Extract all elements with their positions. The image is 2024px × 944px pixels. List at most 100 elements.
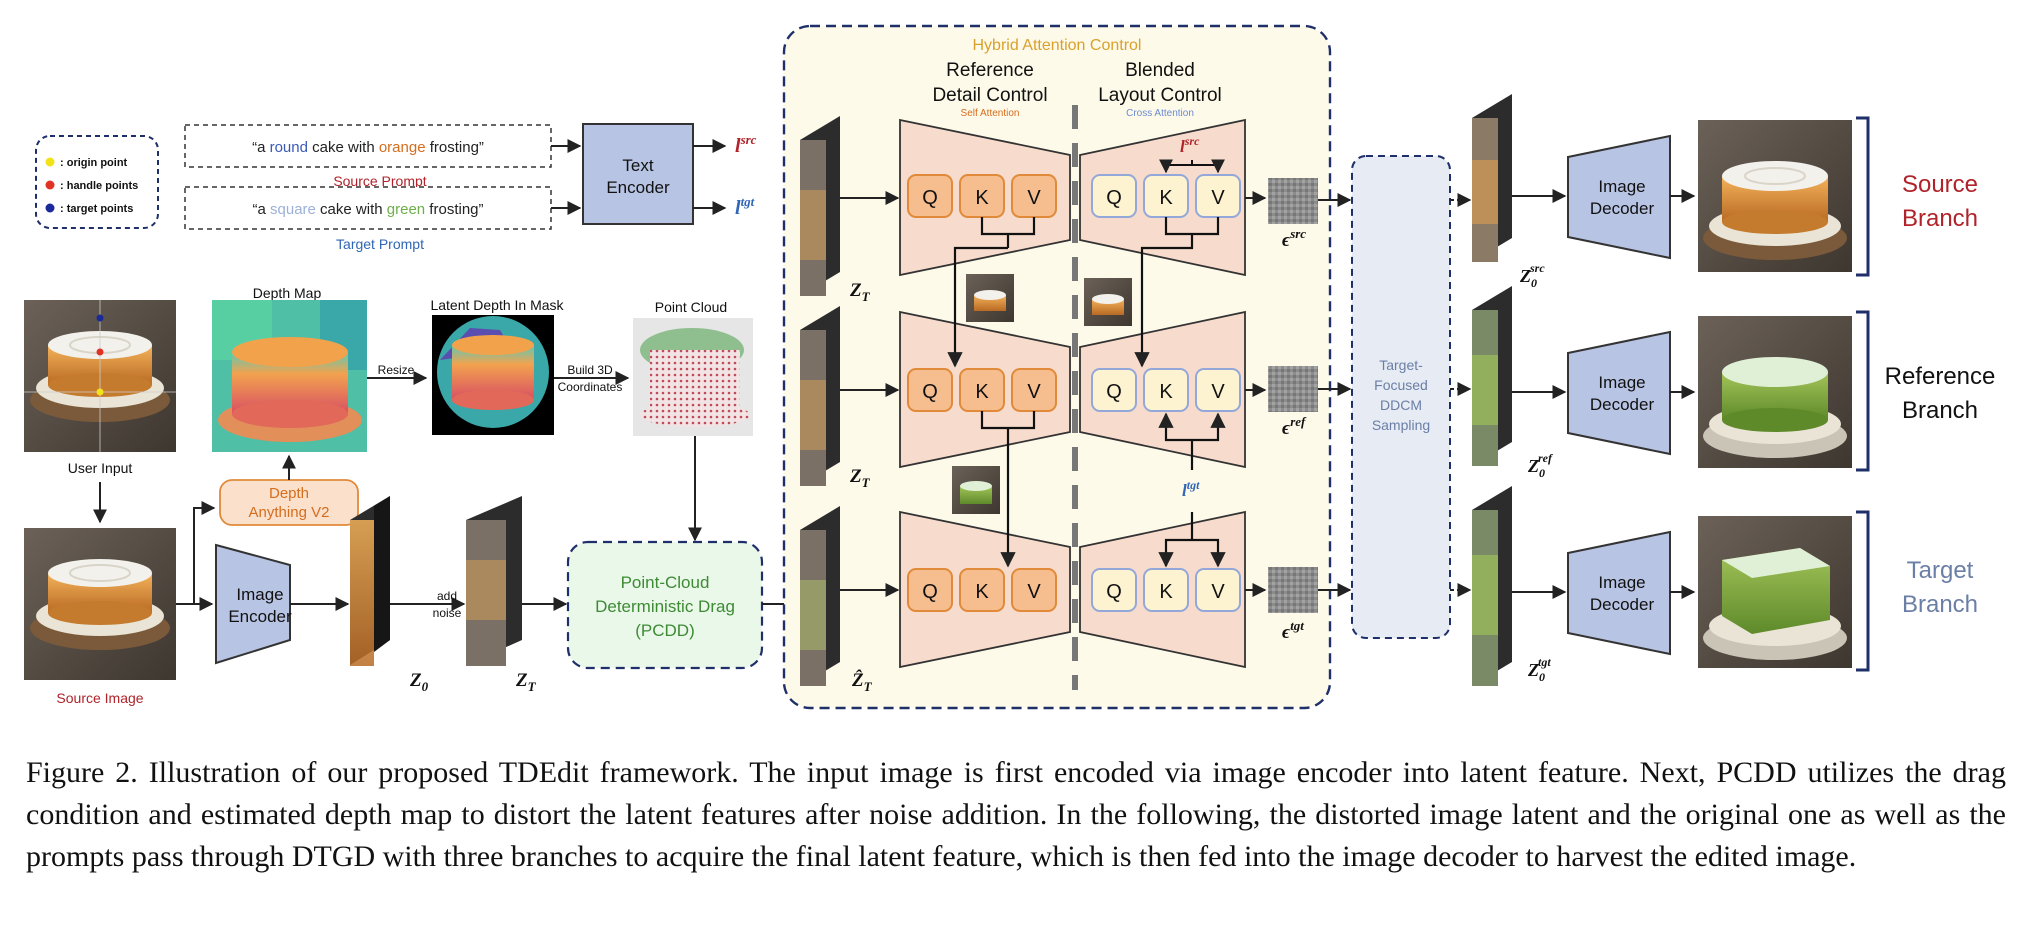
z0-ref-slab — [1472, 286, 1512, 466]
z0-src-slab — [1472, 94, 1512, 262]
svg-text:Branch: Branch — [1902, 591, 1978, 618]
user-input-image — [24, 300, 176, 452]
svg-text:V: V — [1211, 381, 1225, 403]
svg-text:Text: Text — [622, 156, 653, 175]
svg-text:DDCM: DDCM — [1380, 397, 1422, 413]
l-src-label: lsrc — [735, 132, 757, 157]
blended-line2: Layout Control — [1098, 85, 1222, 106]
svg-text:Depth: Depth — [269, 485, 309, 502]
zt-latent — [466, 496, 522, 666]
qkv-src-self: Q K V — [907, 174, 1057, 218]
points-legend: : origin point : handle points : target … — [35, 135, 159, 229]
l-tgt-cross-label: ltgt — [1182, 478, 1200, 500]
svg-text:Q: Q — [922, 381, 938, 403]
svg-text:Deterministic Drag: Deterministic Drag — [595, 597, 735, 616]
zt-label-ref: ZT — [849, 466, 871, 490]
svg-text:Branch: Branch — [1902, 397, 1978, 424]
svg-text:V: V — [1211, 187, 1225, 209]
svg-text:Image: Image — [1598, 177, 1645, 196]
qkv-tgt-self: Q K V — [907, 568, 1057, 612]
svg-text:Decoder: Decoder — [1590, 595, 1655, 614]
svg-text:Anything V2: Anything V2 — [249, 504, 330, 521]
qkv-src-cross: Q K V — [1091, 174, 1241, 218]
svg-text:Decoder: Decoder — [1590, 395, 1655, 414]
eps-src-label: ϵsrc — [1282, 226, 1306, 251]
zt-hat-slab — [800, 506, 840, 686]
svg-text:Point-Cloud: Point-Cloud — [621, 573, 710, 592]
svg-text:Branch: Branch — [1902, 205, 1978, 232]
svg-text:Q: Q — [922, 581, 938, 603]
source-image-label: Source Image — [56, 690, 143, 706]
z0-label: Z0 — [409, 670, 429, 694]
attn-thumb-cross-1 — [1084, 278, 1132, 326]
l-tgt-label: ltgt — [735, 194, 755, 219]
svg-text:Q: Q — [1106, 381, 1122, 403]
z0-tgt-slab — [1472, 486, 1512, 686]
zt-label-src: ZT — [849, 280, 871, 304]
legend-handle-label: : handle points — [60, 180, 138, 192]
hybrid-title: Hybrid Attention Control — [973, 37, 1142, 54]
svg-text:Image: Image — [1598, 373, 1645, 392]
svg-text:Reference: Reference — [1885, 363, 1996, 390]
add-noise-1: add — [437, 589, 457, 603]
svg-text:K: K — [975, 381, 989, 403]
figure-caption: Figure 2. Illustration of our proposed T… — [26, 756, 2006, 873]
user-input-label: User Input — [68, 460, 133, 476]
source-image — [24, 528, 176, 680]
z0-tgt-label: Z0tgt — [1527, 655, 1551, 684]
attn-thumb-self-2 — [952, 466, 1000, 514]
source-prompt-label: Source Prompt — [333, 173, 426, 189]
target-prompt-text: “a square cake with green frosting” — [253, 201, 484, 218]
svg-text:Encoder: Encoder — [228, 607, 292, 626]
zt-label: ZT — [515, 670, 537, 694]
handle-point-marker — [45, 180, 55, 190]
svg-text:Decoder: Decoder — [1590, 199, 1655, 218]
target-prompt: “a square cake with green frosting” Targ… — [184, 186, 552, 252]
svg-text:K: K — [1159, 581, 1173, 603]
add-noise-2: noise — [433, 606, 462, 620]
target-point-marker — [45, 203, 55, 213]
branch-label-source: Source Branch — [1902, 171, 1978, 232]
attn-thumb-self-1 — [966, 274, 1014, 322]
svg-text:Source: Source — [1902, 171, 1978, 198]
svg-text:V: V — [1027, 381, 1041, 403]
noise-tgt — [1268, 567, 1318, 613]
depth-map-label: Depth Map — [253, 285, 322, 301]
source-prompt-text: “a round cake with orange frosting” — [252, 139, 484, 156]
target-prompt-label: Target Prompt — [336, 236, 424, 252]
svg-text:Encoder: Encoder — [606, 178, 670, 197]
svg-text:K: K — [975, 581, 989, 603]
output-image-src — [1698, 120, 1852, 272]
svg-text:K: K — [1159, 187, 1173, 209]
self-attention-label: Self Attention — [961, 108, 1020, 119]
svg-text:Image: Image — [1598, 573, 1645, 592]
depth-anything-box: Depth Anything V2 — [219, 479, 359, 526]
ref-detail-line1: Reference — [946, 60, 1034, 81]
build3d-label-2: Coordinates — [558, 380, 623, 394]
resize-label: Resize — [378, 363, 415, 377]
noise-src — [1268, 178, 1318, 224]
branch-label-target: Target Branch — [1902, 557, 1978, 618]
z0-src-label: Z0src — [1519, 261, 1545, 290]
svg-text:Focused: Focused — [1374, 377, 1428, 393]
text-encoder: Text Encoder — [582, 123, 694, 225]
svg-text:K: K — [975, 187, 989, 209]
qkv-tgt-cross: Q K V — [1091, 568, 1241, 612]
z0-ref-label: Z0ref — [1527, 451, 1553, 480]
blended-line1: Blended — [1125, 60, 1195, 81]
svg-text:Q: Q — [1106, 581, 1122, 603]
zt-slab-ref — [800, 306, 840, 486]
output-image-ref — [1698, 316, 1852, 468]
image-decoder-ref: Image Decoder — [1567, 330, 1671, 456]
output-image-tgt — [1698, 516, 1852, 668]
svg-text:Sampling: Sampling — [1372, 417, 1430, 433]
qkv-ref-cross: Q K V — [1091, 368, 1241, 412]
cross-attention-label: Cross Attention — [1126, 108, 1194, 119]
origin-point-marker — [45, 157, 55, 167]
image-decoder-tgt: Image Decoder — [1567, 530, 1671, 656]
svg-text:Q: Q — [1106, 187, 1122, 209]
eps-ref-label: ϵref — [1282, 414, 1307, 439]
point-cloud-image — [633, 318, 753, 436]
legend-target-label: : target points — [60, 203, 133, 215]
